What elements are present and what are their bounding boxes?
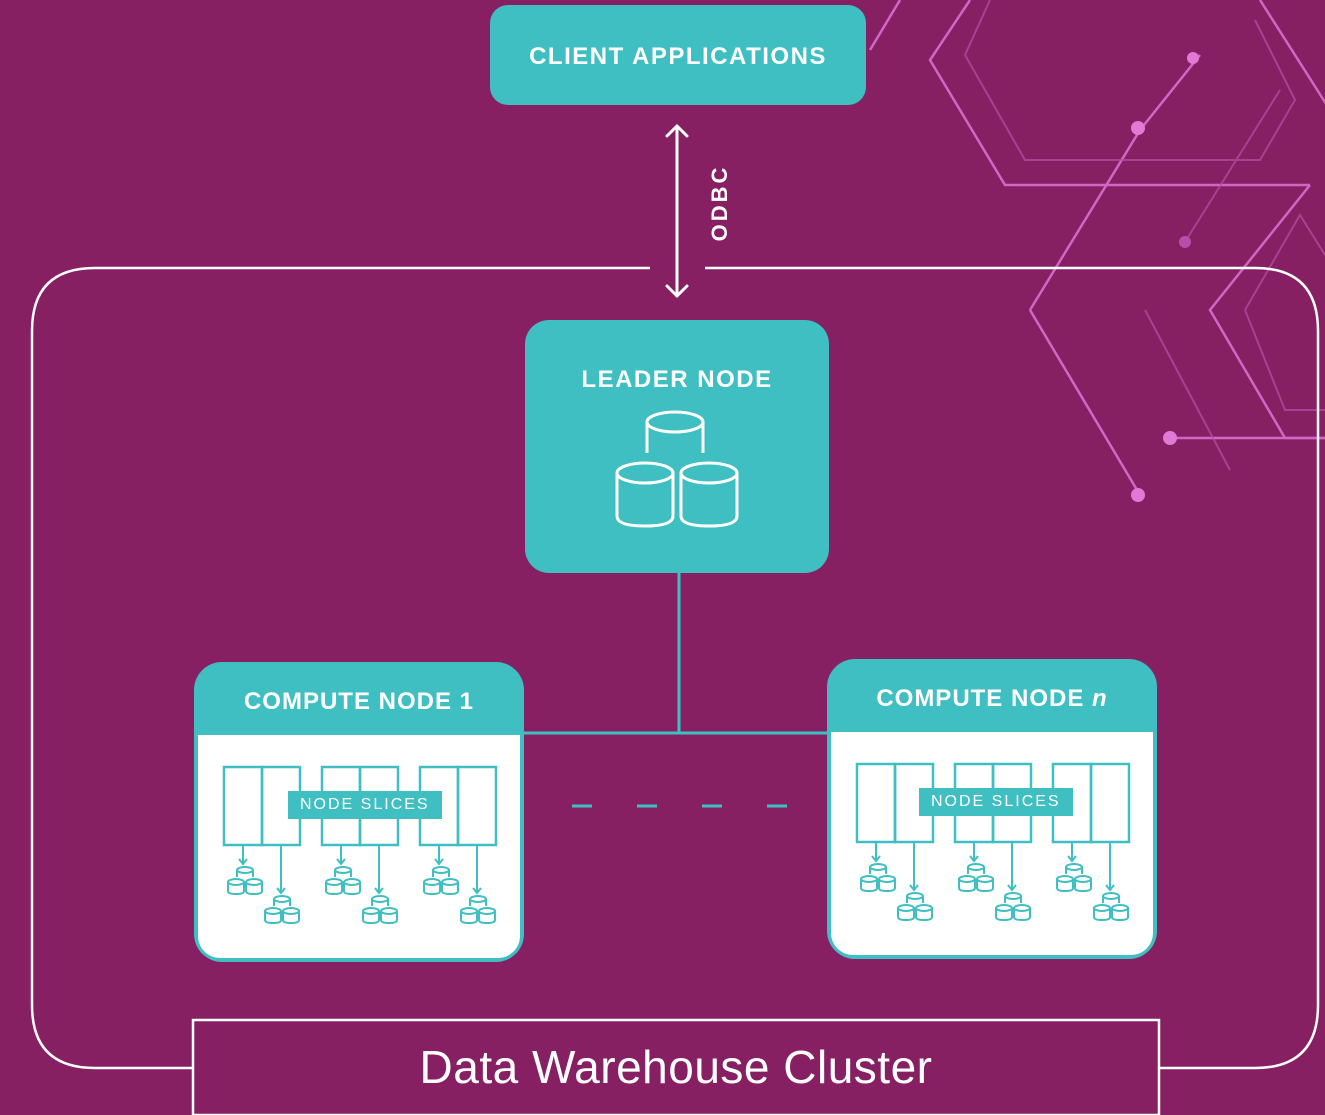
mini-database-icon [995, 892, 1031, 922]
mini-database-icon [1093, 892, 1129, 922]
leader-compute-connectors [524, 573, 831, 735]
slice-rect [1089, 762, 1131, 844]
cluster-title-box [191, 1018, 1161, 1115]
leader-node-label: LEADER NODE [581, 366, 773, 393]
mini-database-icon [860, 863, 896, 893]
mini-database-icon [460, 895, 496, 925]
node-slices-label: NODE SLICES [919, 788, 1073, 816]
compute-node-n-label: COMPUTE NODE n [827, 685, 1157, 713]
slice-rect [222, 765, 264, 847]
mini-database-icon [958, 863, 994, 893]
node-slices-graphic [222, 765, 498, 925]
cluster-outline [30, 266, 1320, 1070]
mini-database-icon [423, 866, 459, 896]
compute-node-n-body: NODE SLICES [831, 732, 1153, 955]
decorative-hexagons [868, 0, 1325, 496]
compute-node-1: COMPUTE NODE 1 NODE SLICES [194, 662, 524, 962]
compute-node-label-prefix: COMPUTE NODE [243, 688, 452, 715]
node-slices-graphic [855, 762, 1131, 922]
mini-database-icon [1056, 863, 1092, 893]
compute-node-1-label: COMPUTE NODE 1 [194, 688, 524, 716]
mini-database-icon [325, 866, 361, 896]
mini-database-icon [362, 895, 398, 925]
client-applications-label: CLIENT APPLICATIONS [529, 43, 827, 70]
mini-database-icon [227, 866, 263, 896]
client-applications-box: CLIENT APPLICATIONS [490, 5, 866, 105]
decorative-dots [1131, 52, 1199, 502]
database-stack-icon [615, 410, 739, 528]
compute-node-1-body: NODE SLICES [198, 735, 520, 958]
odbc-label: ODBC [707, 164, 732, 242]
cluster-title: Data Warehouse Cluster [419, 1041, 933, 1093]
compute-node-n: COMPUTE NODE n NODE SLICES [827, 659, 1157, 959]
slice-rect [456, 765, 498, 847]
node-slices-label: NODE SLICES [288, 791, 442, 819]
compute-node-number: n [1092, 685, 1108, 712]
compute-node-label-prefix: COMPUTE NODE [876, 685, 1085, 712]
mini-database-icon [264, 895, 300, 925]
mini-database-icon [897, 892, 933, 922]
compute-node-number: 1 [459, 688, 475, 715]
leader-node-box: LEADER NODE [525, 320, 829, 573]
odbc-arrow [665, 124, 689, 298]
slice-rect [855, 762, 897, 844]
